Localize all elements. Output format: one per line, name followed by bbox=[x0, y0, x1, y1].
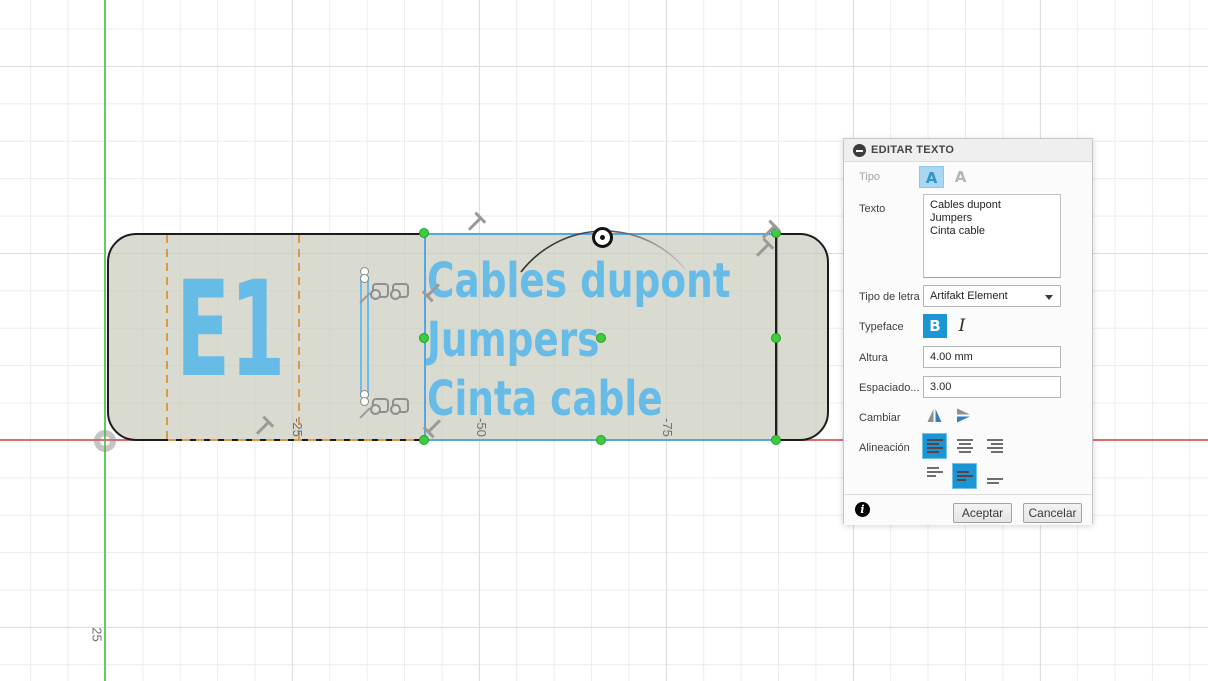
tangent-constraint-icon bbox=[370, 283, 389, 300]
grip-handle-bottom-left[interactable] bbox=[419, 435, 429, 445]
grip-handle-bottom-right[interactable] bbox=[771, 435, 781, 445]
height-input[interactable]: 4.00 mm bbox=[923, 346, 1061, 368]
text-on-path-button[interactable]: A bbox=[954, 168, 967, 186]
y-axis-line bbox=[104, 0, 106, 681]
grid-label-neg75: -75 bbox=[659, 418, 675, 437]
grip-handle-mid-bottom[interactable] bbox=[596, 435, 606, 445]
chevron-down-icon bbox=[1045, 295, 1053, 300]
dialog-title-bar[interactable]: EDITAR TEXTO bbox=[844, 139, 1092, 162]
grip-handle-mid-right[interactable] bbox=[771, 333, 781, 343]
tangent-constraint-icon bbox=[390, 398, 409, 415]
constraint-badge-bottom[interactable] bbox=[359, 398, 412, 419]
tangent-constraint-icon bbox=[390, 283, 409, 300]
font-select[interactable]: Artifakt Element bbox=[923, 285, 1061, 307]
align-bottom-button[interactable] bbox=[982, 463, 1007, 489]
sketch-rounded-rectangle[interactable] bbox=[107, 233, 829, 441]
construction-line-vertical-2[interactable] bbox=[298, 235, 300, 440]
origin-point[interactable] bbox=[94, 430, 116, 452]
slot-right-edge[interactable] bbox=[367, 276, 369, 397]
spacing-label: Espaciado... bbox=[859, 382, 920, 394]
dialog-footer: i Aceptar Cancelar bbox=[844, 494, 1092, 525]
align-right-button[interactable] bbox=[982, 433, 1007, 459]
font-select-value: Artifakt Element bbox=[930, 290, 1008, 302]
grip-handle-center[interactable] bbox=[596, 333, 606, 343]
sketch-text-e1[interactable]: E1 bbox=[176, 253, 286, 407]
alignment-label: Alineación bbox=[859, 442, 910, 454]
grip-handle-top-left[interactable] bbox=[419, 228, 429, 238]
height-label: Altura bbox=[859, 352, 888, 364]
flip-vertical-icon[interactable] bbox=[955, 407, 972, 424]
text-content-textarea[interactable]: Cables dupont Jumpers Cinta cable bbox=[923, 194, 1061, 278]
italic-button[interactable]: I bbox=[958, 316, 966, 336]
rotate-handle[interactable] bbox=[592, 227, 613, 248]
cancel-button[interactable]: Cancelar bbox=[1023, 503, 1082, 523]
bold-button-selected[interactable]: B bbox=[923, 314, 947, 338]
tangent-constraint-icon bbox=[370, 398, 389, 415]
constraint-badge-top[interactable] bbox=[359, 283, 412, 304]
grid-label-neg50: -50 bbox=[473, 418, 489, 437]
spacing-input[interactable]: 3.00 bbox=[923, 376, 1061, 398]
slot-endpoint-bottom-2[interactable] bbox=[360, 397, 369, 406]
edit-text-dialog: EDITAR TEXTO Tipo A A Texto Cables dupon… bbox=[843, 138, 1093, 525]
accept-button[interactable]: Aceptar bbox=[953, 503, 1012, 523]
construction-line-bottom[interactable] bbox=[168, 439, 425, 441]
grid-label-neg25: -25 bbox=[289, 418, 305, 437]
typeface-label: Typeface bbox=[859, 321, 904, 333]
dialog-title: EDITAR TEXTO bbox=[871, 144, 955, 156]
info-icon[interactable]: i bbox=[855, 502, 870, 517]
tipo-label: Tipo bbox=[859, 171, 880, 183]
font-label: Tipo de letra bbox=[859, 291, 920, 303]
slot-left-edge[interactable] bbox=[360, 276, 362, 397]
flip-horizontal-icon[interactable] bbox=[926, 407, 943, 424]
collapse-icon[interactable] bbox=[853, 144, 866, 157]
construction-line-vertical-1[interactable] bbox=[166, 235, 168, 440]
align-center-button[interactable] bbox=[952, 433, 977, 459]
slot-endpoint-top-2[interactable] bbox=[360, 274, 369, 283]
texto-label: Texto bbox=[859, 203, 886, 215]
grip-handle-mid-left[interactable] bbox=[419, 333, 429, 343]
text-type-button-selected[interactable]: A bbox=[919, 166, 944, 188]
grid-label-25: 25 bbox=[89, 627, 105, 642]
align-left-button-selected[interactable] bbox=[922, 433, 947, 459]
align-middle-button-selected[interactable] bbox=[952, 463, 977, 489]
flip-label: Cambiar bbox=[859, 412, 901, 424]
align-top-button[interactable] bbox=[922, 463, 947, 489]
